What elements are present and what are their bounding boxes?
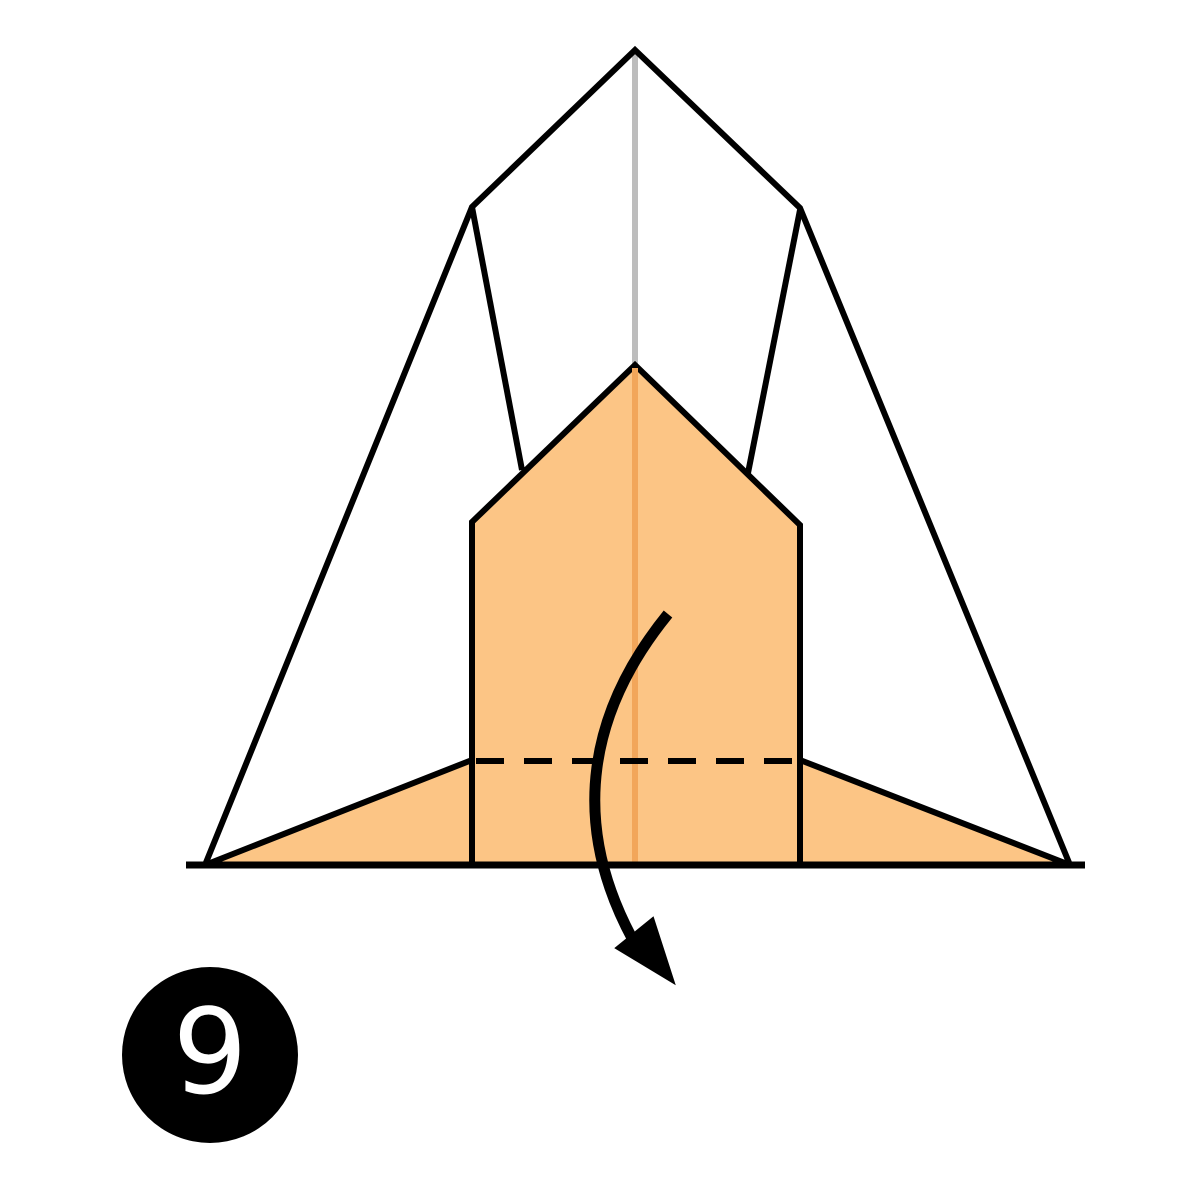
curved-arrow-down-icon xyxy=(589,610,676,986)
outer-outline xyxy=(202,45,1073,867)
step-number-badge: 9 xyxy=(122,967,298,1143)
step-number-label: 9 xyxy=(172,983,248,1121)
right-inner-flap-edge xyxy=(745,209,803,474)
left-inner-flap-edge xyxy=(469,206,525,471)
